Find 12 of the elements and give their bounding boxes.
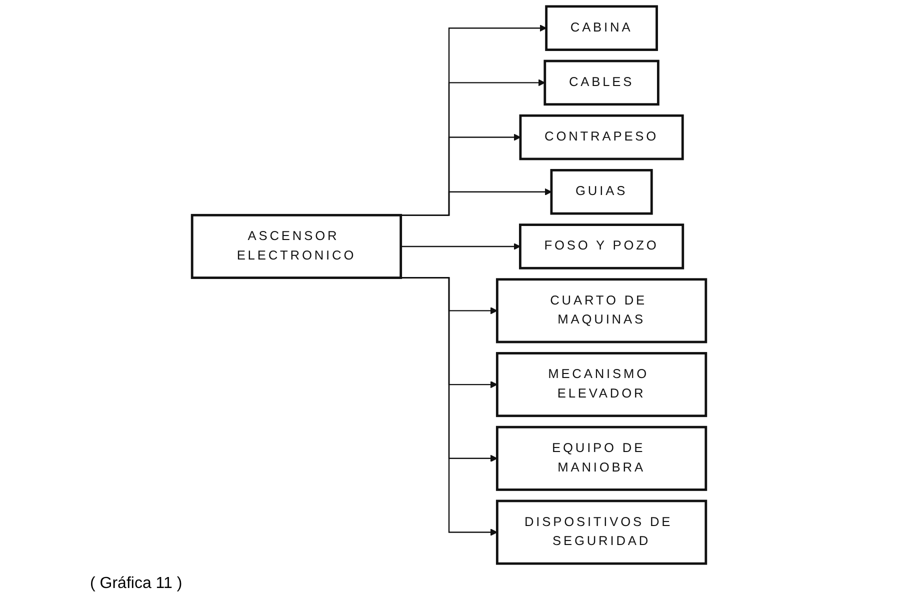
caption: ( Gráfica 11 ) — [90, 575, 182, 593]
node-box: CABINA — [545, 5, 658, 51]
node-box: CUARTO DE MAQUINAS — [496, 278, 708, 344]
node-box: ASCENSOR ELECTRONICO — [190, 214, 402, 279]
arrow — [400, 242, 520, 250]
node-box: GUIAS — [550, 168, 653, 215]
node-box: MECANISMO ELEVADOR — [496, 352, 708, 418]
node-box: CABLES — [544, 60, 660, 106]
node-box: DISPOSITIVOS DE SEGURIDAD — [496, 500, 708, 565]
node-box: EQUIPO DE MANIOBRA — [496, 426, 708, 491]
node-box: FOSO Y POZO — [518, 224, 684, 270]
node-box: CONTRAPESO — [519, 114, 684, 160]
